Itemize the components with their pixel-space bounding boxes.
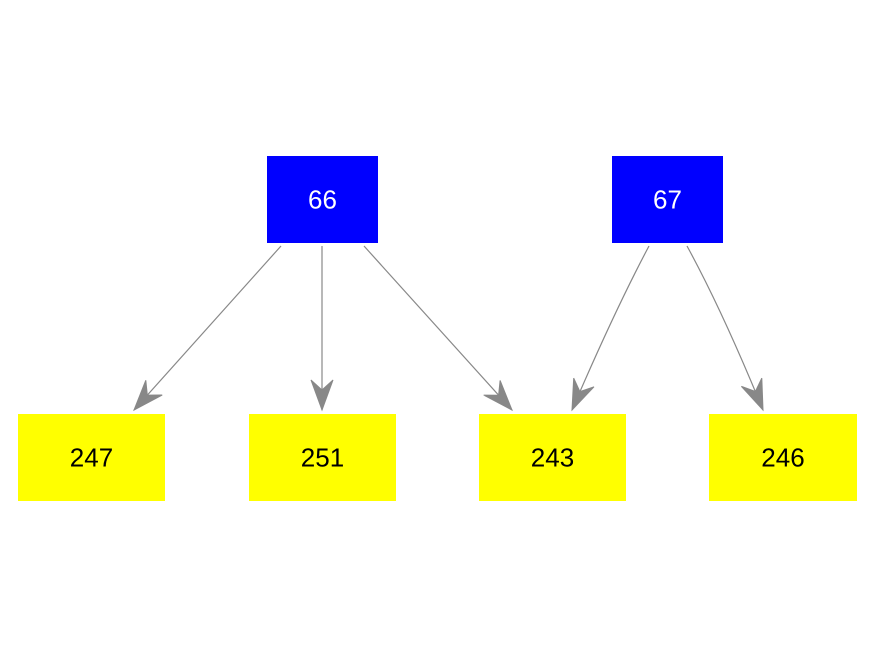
node-246[interactable]: 246 [709,414,857,501]
node-label: 246 [761,443,804,473]
node-label: 251 [301,443,344,473]
node-247[interactable]: 247 [18,414,165,501]
node-label: 66 [308,185,337,215]
edge-line [686,245,764,411]
edge-67-243 [571,245,650,412]
edge-67-246 [686,245,764,412]
node-box[interactable] [249,414,396,501]
arrowhead-icon [133,380,163,412]
arrowhead-icon [741,377,764,412]
edge-line [363,245,513,411]
edge-66-243 [363,245,513,412]
node-box[interactable] [479,414,626,501]
node-66[interactable]: 66 [267,156,378,243]
edge-line [133,245,282,411]
edges-layer [133,245,764,412]
node-box[interactable] [612,156,723,243]
arrowhead-icon [483,380,513,412]
node-67[interactable]: 67 [612,156,723,243]
arrowhead-icon [571,377,595,412]
node-box[interactable] [18,414,165,501]
arrowhead-icon [310,379,334,412]
edge-66-251 [310,246,334,412]
node-box[interactable] [267,156,378,243]
node-label: 247 [70,443,113,473]
node-label: 243 [531,443,574,473]
node-251[interactable]: 251 [249,414,396,501]
nodes-layer: 66 67 247 251 243 246 [18,156,857,501]
edge-line [571,245,650,411]
node-box[interactable] [709,414,857,501]
edge-66-247 [133,245,282,412]
node-label: 67 [653,185,682,215]
node-243[interactable]: 243 [479,414,626,501]
